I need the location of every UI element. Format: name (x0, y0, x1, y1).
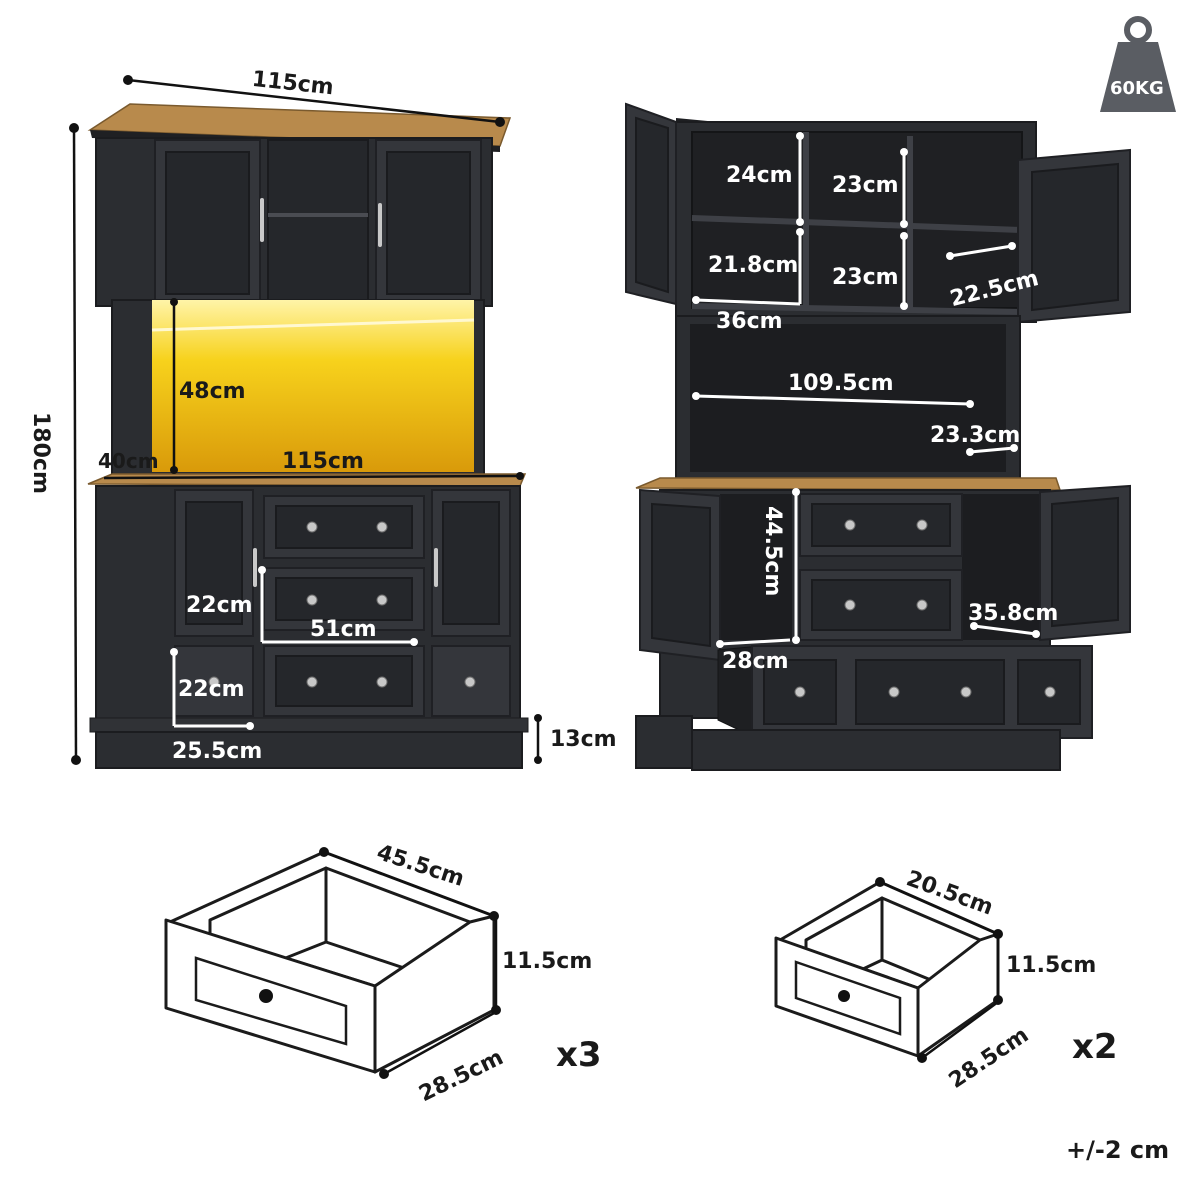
large-drawer-depth-label: 28.5cm (415, 1045, 507, 1107)
plinth (95, 731, 523, 769)
shelf-height-4-label: 23cm (832, 265, 899, 290)
left-cabinet-illustration (87, 103, 529, 769)
shelf-height-3-label: 21.8cm (708, 253, 798, 278)
cabinet-depth-label: 35.8cm (968, 601, 1058, 626)
left-dimension-labels: 115cm 180cm 48cm 40cm 115cm 22cm 51cm 22… (28, 67, 617, 764)
tolerance-note: +/-2 cm (1066, 1136, 1169, 1164)
counter-width-label: 115cm (282, 449, 364, 474)
large-drawer-sketch: 45.5cm 11.5cm 28.5cm x3 (164, 840, 602, 1107)
small-drawer-depth-label: 28.5cm (945, 1023, 1034, 1094)
shelf-width-label: 36cm (716, 309, 783, 334)
drawer-width-label: 51cm (310, 617, 377, 642)
small-drawer-height-label: 11.5cm (1006, 953, 1096, 978)
shelf-height-2-label: 23cm (832, 173, 899, 198)
shelf-height-1-label: 24cm (726, 163, 793, 188)
large-drawer-height-label: 11.5cm (502, 949, 592, 974)
total-height-label: 180cm (28, 412, 53, 494)
right-cabinet-illustration (625, 102, 1131, 771)
small-drawer-width-label: 25.5cm (172, 739, 262, 764)
hutch-open-shelf (267, 139, 369, 306)
weight-icon: 60KG (1100, 16, 1176, 112)
drawer-height-label: 22cm (186, 593, 253, 618)
open-depth-label: 23.3cm (930, 423, 1020, 448)
left-dimension-lines (69, 75, 542, 765)
cabinet-width-label: 28cm (722, 649, 789, 674)
small-drawer-sketch: 20.5cm 11.5cm 28.5cm x2 (774, 866, 1118, 1094)
led-height-label: 48cm (179, 379, 246, 404)
large-drawer-count: x3 (556, 1035, 602, 1075)
weight-label: 60KG (1110, 78, 1164, 99)
right-counter-top (635, 477, 1062, 491)
right-plinth (691, 729, 1061, 771)
right-dimension-lines (692, 132, 1040, 648)
depth-label: 40cm (98, 449, 159, 473)
base-height-label: 13cm (550, 727, 617, 752)
small-drawer-height-label: 22cm (178, 677, 245, 702)
small-drawer-count: x2 (1072, 1027, 1118, 1067)
open-width-label: 109.5cm (788, 371, 894, 396)
cabinet-height-label: 44.5cm (760, 506, 785, 596)
